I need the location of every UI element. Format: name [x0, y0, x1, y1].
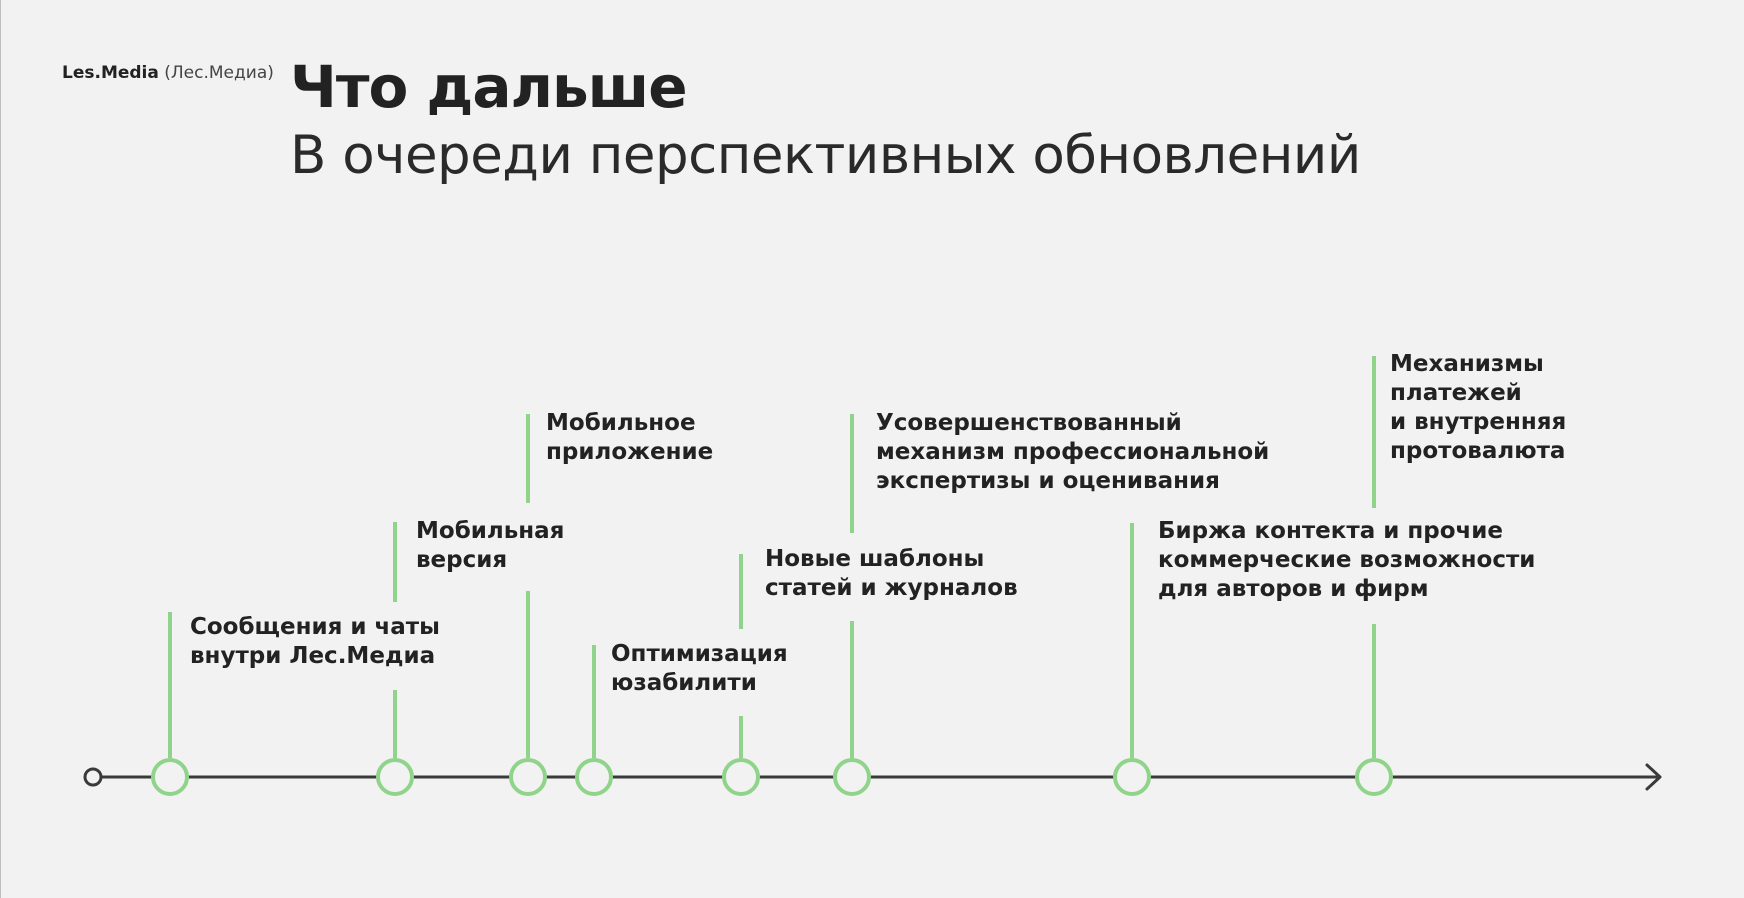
timeline-start-marker	[83, 767, 103, 787]
event-label-line: механизм профессиональной	[876, 439, 1270, 465]
event-node-1	[151, 758, 189, 796]
event-marks	[151, 356, 1393, 796]
event-node-2	[376, 758, 414, 796]
event-label-line: платежей	[1390, 380, 1522, 406]
event-label-line: приложение	[546, 439, 714, 465]
event-label-line: для авторов и фирм	[1158, 576, 1429, 602]
page-subtitle: В очереди перспективных обновлений	[290, 125, 1361, 186]
event-label-line: Сообщения и чаты	[190, 614, 440, 640]
event-label-line: Мобильное	[546, 410, 696, 436]
event-label-4: Оптимизация юзабилити	[611, 640, 788, 698]
page-left-border	[0, 0, 1, 898]
event-label-line: Усовершенствованный	[876, 410, 1182, 436]
event-label-line: внутри Лес.Медиа	[190, 643, 436, 669]
event-node-5	[722, 758, 760, 796]
event-label-7: Биржа контекта и прочие коммерческие возм…	[1158, 517, 1535, 604]
brand-name: Les.Media	[62, 63, 159, 83]
event-label-line: Новые шаблоны	[765, 546, 985, 572]
event-node-4	[575, 758, 613, 796]
event-label-5: Новые шаблоны статей и журналов	[765, 545, 1018, 603]
event-label-3: Мобильное приложение	[546, 409, 713, 467]
event-node-6	[833, 758, 871, 796]
event-label-line: протовалюта	[1390, 438, 1566, 464]
event-label-line: Оптимизация	[611, 641, 788, 667]
event-label-line: статей и журналов	[765, 575, 1018, 601]
event-label-line: Мобильная	[416, 518, 565, 544]
event-label-line: и внутренняя	[1390, 409, 1567, 435]
event-node-8	[1355, 758, 1393, 796]
event-node-3	[509, 758, 547, 796]
event-label-2: Мобильная версия	[416, 517, 564, 575]
event-label-6: Усовершенствованный механизм профессионал…	[876, 409, 1269, 496]
event-label-8: Механизмы платежей и внутренняя протовалюта	[1390, 350, 1566, 466]
event-label-line: экспертизы и оценивания	[876, 468, 1220, 494]
brand-subtitle: (Лес.Медиа)	[164, 63, 274, 83]
event-label-line: версия	[416, 547, 508, 573]
event-label-line: Механизмы	[1390, 351, 1544, 377]
page-title: Что дальше	[290, 53, 688, 121]
event-label-line: Биржа контекта и прочие	[1158, 518, 1504, 544]
event-label-line: коммерческие возможности	[1158, 547, 1536, 573]
event-label-1: Сообщения и чаты внутри Лес.Медиа	[190, 613, 440, 671]
brand: Les.Media (Лес.Медиа)	[62, 62, 274, 84]
event-node-7	[1113, 758, 1151, 796]
event-label-line: юзабилити	[611, 670, 757, 696]
timeline-arrow-head	[1645, 763, 1662, 791]
